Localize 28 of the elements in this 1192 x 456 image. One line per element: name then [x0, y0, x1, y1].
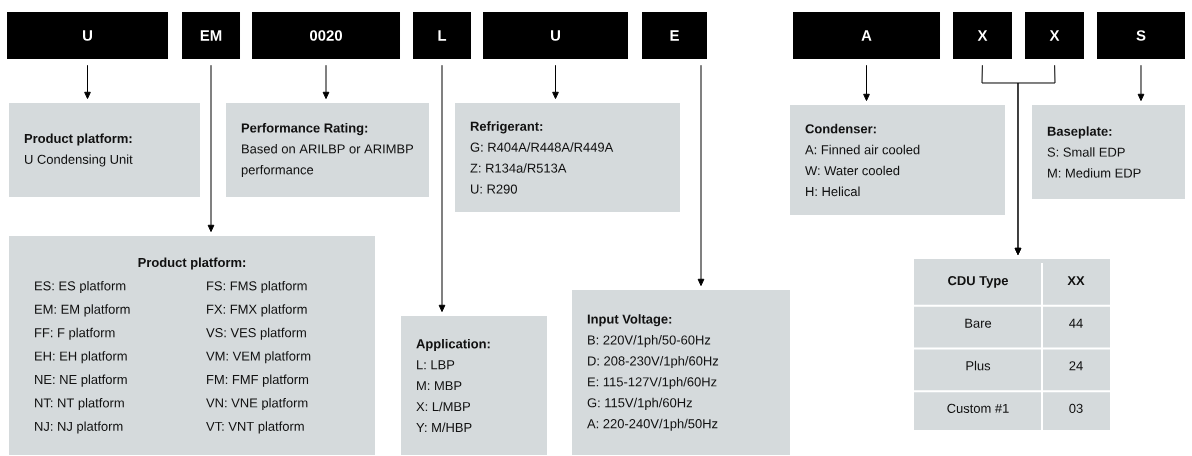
description-box: Product platform: ES: ES platform FS: FMS platform EM: EM platform FX: FMX platform FF: F platform VS: VES platform EH: EH platform VM: VEM platform NE: NE platform FM: FMF platform NT: NT platform VN: VNE platform NJ: NJ platform VT: VNT platform	[9, 236, 375, 455]
arrow	[1014, 64, 1056, 256]
code-box: EM	[182, 12, 240, 59]
description-box: Product platform: U Condensing Unit	[9, 103, 200, 197]
arrow	[322, 64, 330, 100]
description-box: Condenser: A: Finned air cooled W: Water cooled H: Helical	[790, 105, 1005, 215]
arrow	[438, 64, 446, 313]
code-box: E	[642, 12, 707, 59]
arrow	[552, 64, 559, 100]
code-box: U	[7, 12, 168, 59]
code-box: 0020	[252, 12, 400, 59]
code-box: L	[413, 12, 471, 59]
description-box: Input Voltage: B: 220V/1ph/50-60Hz D: 208-230V/1ph/60Hz E: 115-127V/1ph/60Hz G: 115V/1ph/60Hz A: 220-240V/1ph/50Hz	[572, 290, 790, 455]
description-box: Refrigerant: G: R404A/R448A/R449A Z: R134a/R513A U: R290	[455, 103, 680, 212]
arrow	[863, 64, 870, 102]
description-box: Application: L: LBP M: MBP X: L/MBP Y: M/HBP	[401, 316, 547, 455]
arrow	[84, 64, 91, 100]
code-box: S	[1097, 12, 1185, 59]
arrow	[697, 64, 705, 287]
code-box: U	[483, 12, 628, 59]
arrow	[207, 64, 215, 233]
code-box: X	[1025, 12, 1084, 59]
arrow	[1137, 64, 1145, 102]
description-box: Baseplate: S: Small EDP M: Medium EDP	[1032, 105, 1185, 199]
code-box: A	[793, 12, 940, 59]
description-box: Performance Rating: Based on ARILBP or ARIMBP performance	[226, 103, 429, 197]
code-table: CDU Type XX Bare 44 Plus 24 Custom #1 03	[913, 259, 1111, 435]
code-box: X	[953, 12, 1012, 59]
